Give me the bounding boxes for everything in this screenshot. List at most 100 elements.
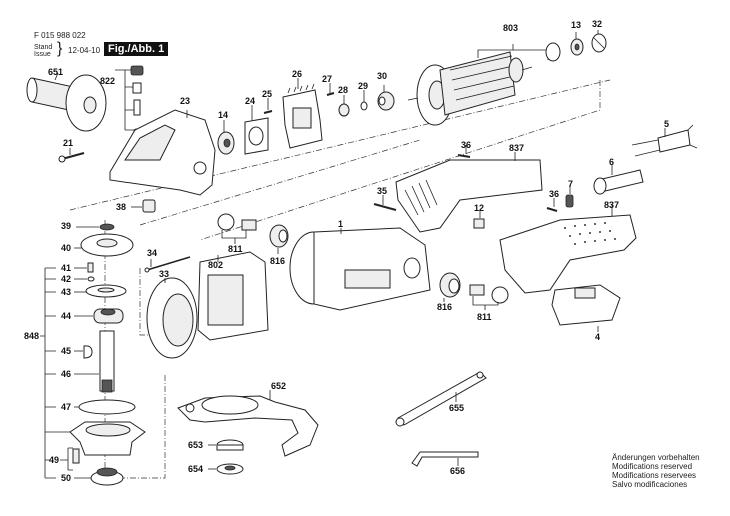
part-36-screw-upper[interactable] xyxy=(457,145,471,158)
label-25: 25 xyxy=(262,89,272,99)
part-5-power-cable[interactable] xyxy=(631,124,698,157)
label-655: 655 xyxy=(449,403,464,413)
part-802-field-coil[interactable] xyxy=(197,251,269,341)
label-13: 13 xyxy=(571,20,581,30)
part-47-o-ring[interactable] xyxy=(74,399,136,415)
part-654-clamping-nut[interactable] xyxy=(208,463,244,475)
label-656: 656 xyxy=(450,466,465,476)
label-24: 24 xyxy=(245,96,255,106)
brace-symbol: } xyxy=(57,40,63,57)
label-816-left: 816 xyxy=(270,256,285,266)
part-labels: 651 822 23 21 14 24 25 26 27 28 29 30 80… xyxy=(24,19,669,483)
part-30-bushing[interactable] xyxy=(377,85,395,111)
bracket-848 xyxy=(40,267,70,479)
part-653-flange[interactable] xyxy=(208,439,244,451)
label-4: 4 xyxy=(595,332,600,342)
part-25-screw[interactable] xyxy=(263,98,273,114)
part-46-spindle[interactable] xyxy=(74,330,115,393)
part-38-bushing[interactable] xyxy=(131,199,156,213)
label-39: 39 xyxy=(61,221,71,231)
part-811-carbon-brush-right[interactable] xyxy=(469,284,509,310)
label-848: 848 xyxy=(24,331,39,341)
part-26-bracket-plate[interactable] xyxy=(282,78,323,149)
part-655-pin-wrench[interactable] xyxy=(395,371,487,427)
label-38: 38 xyxy=(116,202,126,212)
label-36-lower: 36 xyxy=(549,189,559,199)
label-50: 50 xyxy=(61,473,71,483)
part-4-switch[interactable] xyxy=(551,284,621,332)
part-7-cable-clamp[interactable] xyxy=(565,186,574,208)
part-816-brush-holder-left[interactable] xyxy=(269,224,289,254)
label-837-upper: 837 xyxy=(509,143,524,153)
label-23: 23 xyxy=(180,96,190,106)
label-42: 42 xyxy=(61,274,71,284)
part-50-gear[interactable] xyxy=(74,467,124,486)
label-26: 26 xyxy=(292,69,302,79)
part-34-screw[interactable] xyxy=(144,256,191,273)
label-803: 803 xyxy=(503,23,518,33)
label-32: 32 xyxy=(592,19,602,29)
part-13-bearing[interactable] xyxy=(545,32,584,62)
document-number: F 015 988 022 xyxy=(34,31,86,40)
label-35: 35 xyxy=(377,186,387,196)
label-33: 33 xyxy=(159,269,169,279)
part-811-carbon-brush-left[interactable] xyxy=(217,213,257,244)
part-41-screw[interactable] xyxy=(74,262,94,273)
label-652: 652 xyxy=(271,381,286,391)
part-42-washer[interactable] xyxy=(74,276,95,282)
part-23-gear-head[interactable] xyxy=(109,109,216,196)
part-43-disc[interactable] xyxy=(74,284,127,298)
label-27: 27 xyxy=(322,74,332,84)
label-5: 5 xyxy=(664,119,669,129)
part-656-hex-key[interactable] xyxy=(411,451,479,467)
part-29-washer[interactable] xyxy=(360,90,368,111)
part-651-side-handle[interactable] xyxy=(26,72,107,132)
label-653: 653 xyxy=(188,440,203,450)
label-654: 654 xyxy=(188,464,203,474)
label-12: 12 xyxy=(474,203,484,213)
label-7: 7 xyxy=(568,179,573,189)
part-48-gear-flange[interactable] xyxy=(69,421,146,456)
label-43: 43 xyxy=(61,287,71,297)
axis-bracket-guard xyxy=(108,375,166,479)
issue-date: 12-04-10 xyxy=(68,46,101,55)
label-21: 21 xyxy=(63,138,73,148)
part-39-lock-washer[interactable] xyxy=(76,223,115,231)
axis-line-top xyxy=(69,79,611,211)
part-1-motor-housing[interactable] xyxy=(289,227,431,311)
part-40-flange[interactable] xyxy=(74,233,134,257)
part-14-bearing[interactable] xyxy=(217,120,235,155)
part-33-cover-ring[interactable] xyxy=(146,277,198,359)
part-816-brush-holder-right[interactable] xyxy=(439,272,461,302)
label-47: 47 xyxy=(61,402,71,412)
modification-notes: Änderungen vorbehalten Modifications res… xyxy=(612,453,700,489)
label-40: 40 xyxy=(61,243,71,253)
part-45-key[interactable] xyxy=(74,345,93,359)
label-802: 802 xyxy=(208,260,223,270)
part-28-nut[interactable] xyxy=(338,95,350,117)
part-837-handle-housing-upper[interactable] xyxy=(395,152,543,233)
part-24-gasket-plate[interactable] xyxy=(244,105,269,155)
label-811-left: 811 xyxy=(228,244,243,254)
label-811-right: 811 xyxy=(477,312,492,322)
label-29: 29 xyxy=(358,81,368,91)
part-27-screw[interactable] xyxy=(326,83,335,96)
label-14: 14 xyxy=(218,110,228,120)
part-12-insert[interactable] xyxy=(473,211,485,229)
part-21-screw[interactable] xyxy=(58,148,85,163)
part-652-wheel-guard[interactable] xyxy=(177,390,319,457)
part-35-screw[interactable] xyxy=(373,195,397,211)
label-651: 651 xyxy=(48,67,63,77)
part-822-button-set[interactable] xyxy=(115,65,144,134)
label-44: 44 xyxy=(61,311,71,321)
part-49-screw[interactable] xyxy=(60,447,80,471)
part-837-handle-housing-lower[interactable] xyxy=(499,205,637,294)
part-6-cable-sleeve[interactable] xyxy=(593,165,644,195)
issue-label: Issue xyxy=(34,51,51,58)
part-44-bearing[interactable] xyxy=(74,308,124,324)
part-803-armature[interactable] xyxy=(407,44,549,126)
part-32-damping-ring[interactable] xyxy=(591,30,607,53)
part-36-screw-lower[interactable] xyxy=(546,198,558,212)
